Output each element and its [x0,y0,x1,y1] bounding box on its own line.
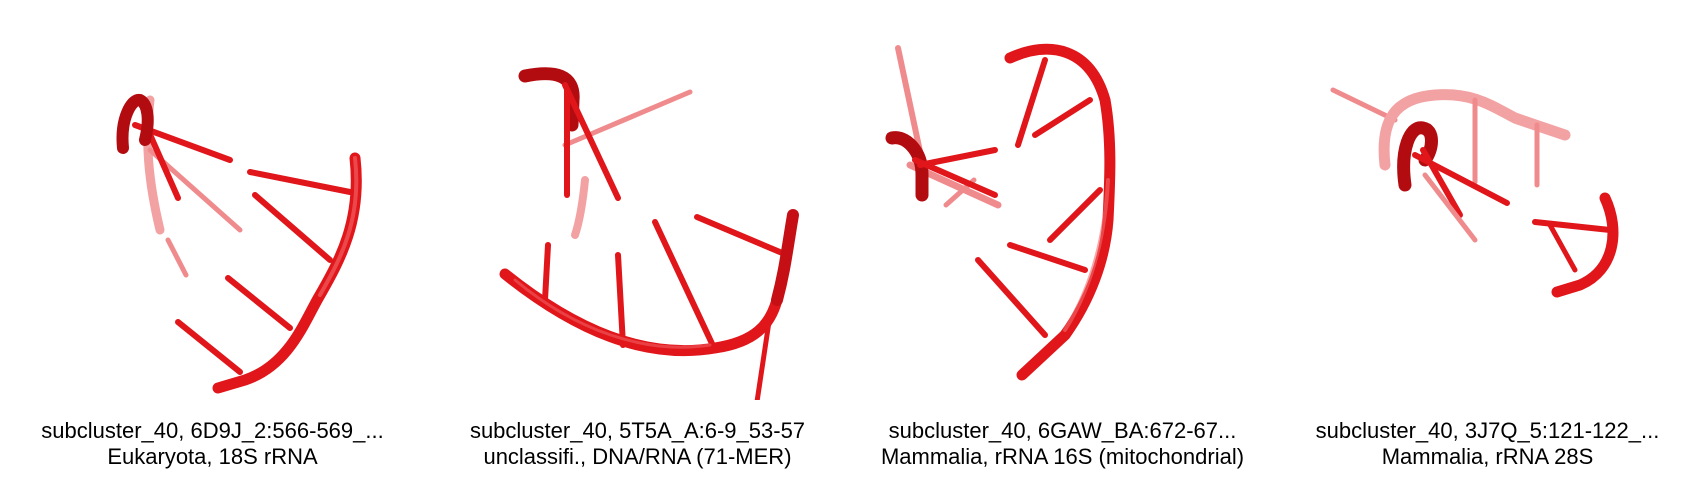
structure-title: subcluster_40, 6GAW_BA:672-67... [888,418,1237,443]
structure-panel-3: subcluster_40, 6GAW_BA:672-67... Mammali… [850,0,1275,480]
structure-panel-1: subcluster_40, 6D9J_2:566-569_... Eukary… [0,0,425,480]
structure-title: subcluster_40, 6D9J_2:566-569_... [41,418,384,443]
structure-panel-4: subcluster_40, 3J7Q_5:121-122_... Mammal… [1275,0,1700,480]
structure-panel-2: subcluster_40, 5T5A_A:6-9_53-57 unclassi… [425,0,850,480]
structure-subtitle: Eukaryota, 18S rRNA [107,444,318,469]
rna-cartoon-icon [885,43,1116,381]
rna-cartoon-icon [1330,87,1619,298]
structure-subtitle: Mammalia, rRNA 28S [1381,444,1594,469]
structure-title: subcluster_40, 5T5A_A:6-9_53-57 [469,418,806,443]
structure-subtitle: unclassifi., DNA/RNA (71-MER) [483,444,792,469]
structure-subtitle: Mammalia, rRNA 16S (mitochondrial) [880,444,1245,469]
structure-title: subcluster_40, 3J7Q_5:121-122_... [1315,418,1660,443]
rna-cartoon-icon [499,67,799,400]
rna-cartoon-icon [116,94,362,394]
